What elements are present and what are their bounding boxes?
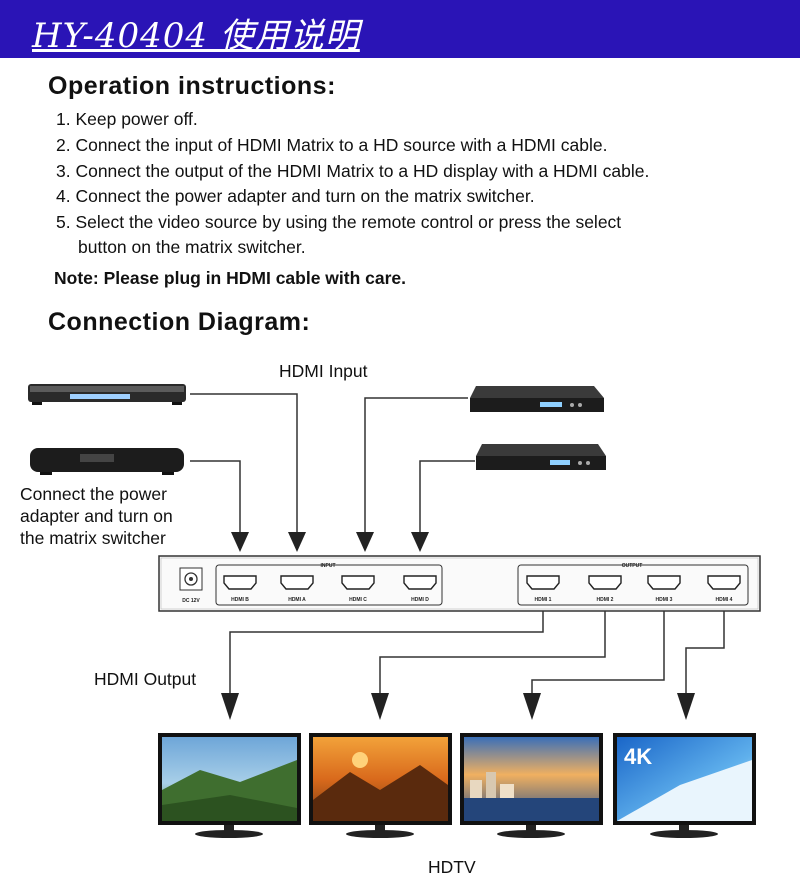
power-note-line-3: the matrix switcher: [20, 528, 166, 548]
step-5: 5. Select the video source by using the …: [56, 212, 622, 232]
input-port-label: HDMI B: [231, 597, 249, 603]
tv-4k-badge: 4K: [624, 744, 652, 769]
input-arrows: [231, 532, 429, 552]
hdtv-label: HDTV: [428, 857, 476, 877]
input-cables: [190, 393, 475, 532]
power-note-line-1: Connect the power: [20, 484, 167, 504]
dvd-player-top-left: [28, 384, 186, 405]
output-port-3: HDMI 3: [647, 575, 681, 603]
input-port-label: HDMI D: [411, 597, 429, 603]
output-port-4: HDMI 4: [707, 575, 741, 603]
diagram-heading: Connection Diagram:: [48, 308, 311, 336]
output-port-2: HDMI 2: [588, 575, 622, 603]
tv-1: [158, 733, 301, 838]
set-top-box-right: [476, 444, 606, 470]
step-1: 1. Keep power off.: [56, 109, 198, 129]
tv-2: [309, 733, 452, 838]
matrix-switcher-panel: DC 12V INPUT OUTPUT HDMI B HDMI A HDMI C HD…: [158, 555, 761, 612]
tv-3: [460, 733, 603, 838]
title-banner: HY-40404 使用说明: [0, 0, 800, 58]
input-title: INPUT: [321, 563, 336, 569]
input-port-4: HDMI D: [403, 575, 437, 603]
input-port-label: HDMI C: [349, 597, 367, 603]
dc-label: DC 12V: [182, 598, 200, 604]
input-port-3: HDMI C: [341, 575, 375, 603]
step-2: 2. Connect the input of HDMI Matrix to a…: [56, 135, 608, 155]
step-3: 3. Connect the output of the HDMI Matrix…: [56, 161, 650, 181]
instructions-heading: Operation instructions:: [48, 72, 336, 100]
output-cables: [229, 611, 725, 693]
step-5-continued: button on the matrix switcher.: [78, 237, 306, 257]
set-top-box-top-right: [470, 386, 604, 412]
input-port-1: HDMI B: [223, 575, 257, 603]
hdmi-input-label: HDMI Input: [279, 361, 368, 381]
hdmi-output-label: HDMI Output: [94, 669, 197, 689]
output-title: OUTPUT: [622, 563, 643, 569]
output-port-label: HDMI 3: [656, 597, 673, 603]
output-arrows: [221, 693, 695, 720]
blu-ray-player-left: [30, 448, 184, 475]
power-note-line-2: adapter and turn on: [20, 506, 173, 526]
output-port-label: HDMI 2: [597, 597, 614, 603]
step-4: 4. Connect the power adapter and turn on…: [56, 186, 535, 206]
input-port-label: HDMI A: [288, 597, 306, 603]
output-port-1: HDMI 1: [526, 575, 560, 603]
care-note: Note: Please plug in HDMI cable with car…: [54, 268, 407, 288]
output-port-label: HDMI 4: [716, 597, 733, 603]
page-title: HY-40404 使用说明: [32, 16, 360, 56]
tv-4: 4K: [613, 733, 756, 838]
output-port-label: HDMI 1: [535, 597, 552, 603]
input-port-2: HDMI A: [280, 575, 314, 603]
